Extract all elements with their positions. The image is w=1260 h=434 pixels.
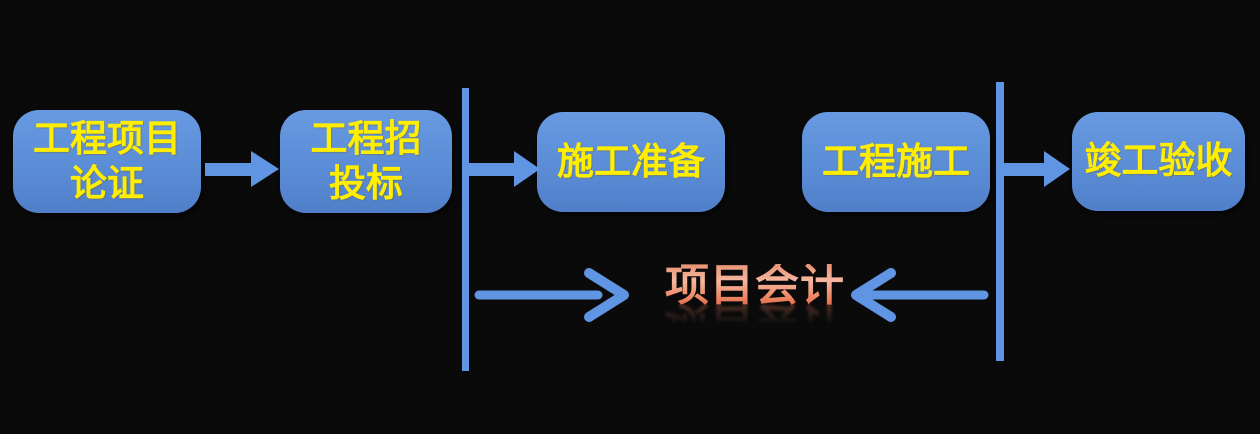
project-accounting-label-group: 项目会计 项目会计 [640,260,870,349]
flow-box-label: 竣工验收 [1084,139,1233,183]
flow-box-construction-preparation: 施工准备 [537,112,725,212]
flow-box-label: 工程项目 论证 [33,117,181,205]
arrow-head [514,151,540,187]
arrow-head [1044,151,1070,187]
arrow-shaft [1000,163,1044,176]
right-arrow-icon [467,145,540,194]
right-arrow-icon [1000,145,1070,194]
flow-box-label: 工程施工 [822,139,970,183]
chevron-right-arrow-icon [474,268,629,322]
flow-box-label: 工程招 投标 [310,117,422,205]
flow-box-completion-acceptance: 竣工验收 [1072,112,1245,211]
divider-line-left [462,88,469,371]
flow-box-project-demonstration: 工程项目 论证 [13,110,201,213]
flow-box-label: 施工准备 [557,139,705,183]
flow-box-bidding: 工程招 投标 [280,110,452,213]
project-accounting-label: 项目会计 [665,260,845,311]
divider-line-right [996,82,1004,361]
arrow-shaft [467,163,514,176]
right-arrow-icon [205,145,283,194]
arrow-shaft [205,163,251,176]
chevron-left-arrow-icon [851,268,989,322]
arrow-head [251,151,279,187]
flow-box-construction: 工程施工 [802,112,990,212]
project-accounting-reflection: 项目会计 [640,297,870,348]
